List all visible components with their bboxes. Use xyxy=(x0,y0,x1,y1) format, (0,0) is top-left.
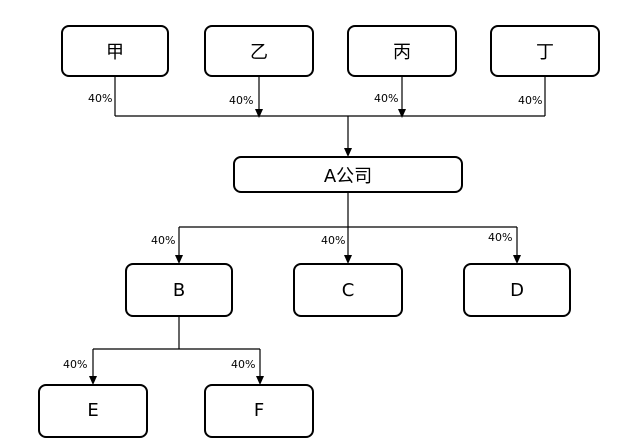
ownership-label-bing: 40% xyxy=(374,92,399,105)
company-d-box[interactable]: D xyxy=(463,263,571,317)
company-a-box[interactable]: A公司 xyxy=(233,156,463,193)
shareholder-jia-box[interactable]: 甲 xyxy=(61,25,169,77)
connector-lines xyxy=(89,76,546,385)
company-c-box[interactable]: C xyxy=(293,263,403,317)
ownership-label-b-to-f: 40% xyxy=(231,358,256,371)
company-f-box[interactable]: F xyxy=(204,384,314,438)
company-e-box[interactable]: E xyxy=(38,384,148,438)
ownership-label-a-to-d: 40% xyxy=(488,231,513,244)
ownership-label-b-to-e: 40% xyxy=(63,358,88,371)
shareholder-connectors xyxy=(114,76,546,157)
ownership-label-yi: 40% xyxy=(229,94,254,107)
company-b-connectors xyxy=(89,316,264,385)
ownership-label-a-to-c: 40% xyxy=(321,234,346,247)
ownership-label-a-to-b: 40% xyxy=(151,234,176,247)
ownership-label-ding: 40% xyxy=(518,94,543,107)
company-a-connectors xyxy=(175,192,521,264)
shareholder-bing-box[interactable]: 丙 xyxy=(347,25,457,77)
shareholder-yi-box[interactable]: 乙 xyxy=(204,25,314,77)
shareholder-ding-box[interactable]: 丁 xyxy=(490,25,600,77)
company-b-box[interactable]: B xyxy=(125,263,233,317)
ownership-label-jia: 40% xyxy=(88,92,113,105)
